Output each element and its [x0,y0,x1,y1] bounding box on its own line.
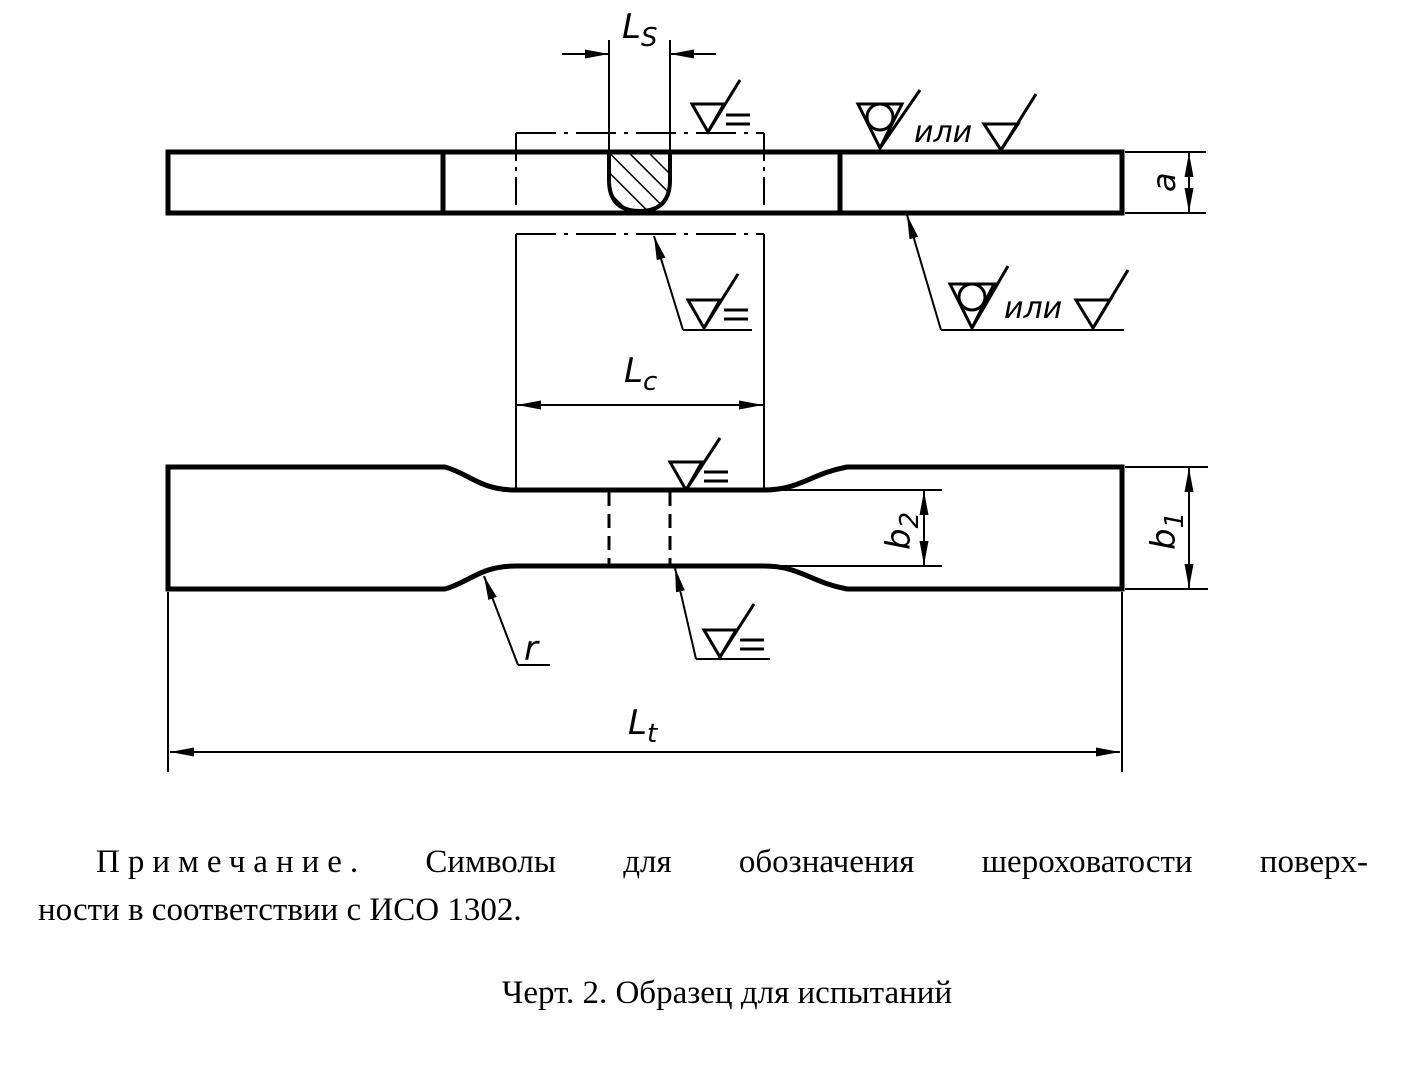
note-line-2: ности в соответствии с ИСО 1302. [38,892,522,928]
note-line-1: Примечание. Символы для обозначения шеро… [38,838,1368,886]
ili-bottom-label: или [1004,291,1062,326]
note-text: Примечание. Символы для обозначения шеро… [38,838,1368,934]
r-leader [483,575,550,666]
specimen-drawing: LS a или или [165,7,1208,772]
roughness-symbol-bottom-right-circle [947,265,1010,332]
roughness-symbol-plan-bottom [701,603,764,660]
roughness-symbol-bottom-right-plain [1073,269,1130,331]
roughness-symbol-notch-top [689,79,750,136]
lt-label: Lt [628,703,658,749]
r-label: r [524,629,540,669]
figure-caption: Черт. 2. Образец для испытаний [501,975,953,1011]
lt-dimension [167,592,1123,772]
roughness-symbol-top-right-plain [981,93,1038,153]
lc-label: Lc [624,351,657,397]
b2-dimension [766,489,942,567]
leader-lower-centerline [653,235,752,331]
specimen-plan-outline [165,464,1125,592]
leader-plan-bottom [674,567,770,660]
roughness-symbol-centerline [685,273,748,332]
top-view: LS a [165,7,1206,235]
roughness-symbol-top-right-circle [855,89,922,152]
lc-dimension [515,234,765,490]
ls-label: LS [622,7,657,53]
notch-section [607,150,672,214]
b1-label: b1 [1144,512,1190,550]
ili-top-label: или [914,115,972,150]
roughness-symbol-plan-top [667,437,728,494]
a-label: a [1145,172,1183,192]
note-line-1-rest: . Символы для обозначения шероховатости … [349,844,1368,880]
note-prefix: Примечание [96,844,350,880]
b2-label: b2 [879,512,925,550]
b1-dimension [1125,466,1208,590]
